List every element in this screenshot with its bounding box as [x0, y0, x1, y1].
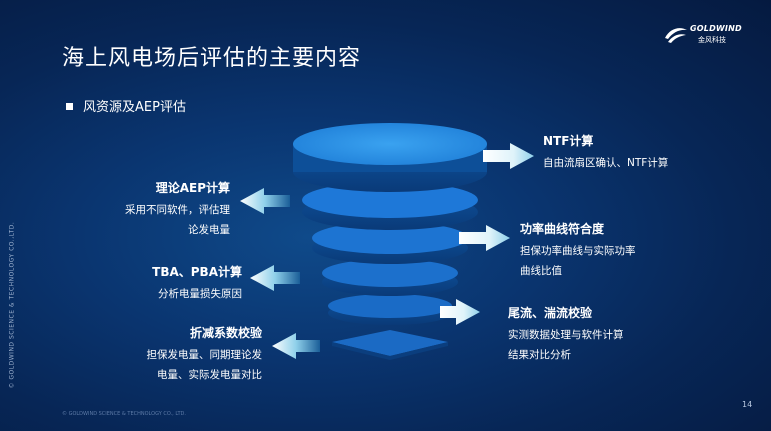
item-line: 担保功率曲线与实际功率	[520, 245, 636, 257]
item-heading: 功率曲线符合度	[520, 222, 605, 236]
goldwind-logo: GOLDWIND 金风科技	[664, 22, 754, 48]
section-label: 风资源及AEP评估	[83, 100, 186, 115]
item-heading: TBA、PBA计算	[152, 265, 242, 279]
item-heading: 折减系数校验	[189, 326, 262, 340]
section-heading: 风资源及AEP评估	[66, 96, 186, 115]
item-desc: 采用不同软件，评估理 论发电量	[96, 200, 230, 240]
item-line: 电量、实际发电量对比	[157, 369, 262, 381]
arrow-right-power-curve	[459, 225, 510, 251]
item-line: 分析电量损失原因	[158, 288, 242, 300]
funnel-layer-5	[328, 294, 452, 325]
item-desc: 分析电量损失原因	[104, 284, 242, 304]
page-title: 海上风电场后评估的主要内容	[62, 46, 362, 71]
item-desc: 担保功率曲线与实际功率 曲线比值	[520, 241, 636, 281]
logo-text-en: GOLDWIND	[690, 24, 742, 33]
item-heading: NTF计算	[543, 134, 594, 148]
square-bullet-icon	[66, 103, 73, 110]
item-line: 论发电量	[188, 224, 230, 236]
funnel-layer-4	[322, 259, 458, 296]
item-ntf: NTF计算 自由流扇区确认、NTF计算	[543, 132, 668, 173]
arrow-left-reduction	[272, 333, 320, 359]
funnel-layer-2	[302, 182, 478, 230]
item-aep: 理论AEP计算 采用不同软件，评估理 论发电量	[96, 179, 230, 240]
funnel-layer-3	[312, 222, 468, 264]
funnel-layer-6	[332, 330, 448, 360]
arrow-right-ntf	[483, 143, 534, 169]
item-desc: 实测数据处理与软件计算 结果对比分析	[508, 325, 624, 365]
logo-text-cn: 金风科技	[698, 36, 726, 44]
item-line: 采用不同软件，评估理	[125, 204, 230, 216]
item-desc: 自由流扇区确认、NTF计算	[543, 153, 668, 173]
item-tba-pba: TBA、PBA计算 分析电量损失原因	[104, 263, 242, 304]
item-line: 实测数据处理与软件计算	[508, 329, 624, 341]
footer-copyright: © GOLDWIND SCIENCE & TECHNOLOGY CO., LTD…	[62, 411, 186, 417]
item-line: 自由流扇区确认、NTF计算	[543, 157, 669, 169]
arrow-left-tba	[250, 265, 300, 291]
item-heading: 理论AEP计算	[155, 181, 230, 195]
item-heading: 尾流、湍流校验	[508, 306, 593, 320]
item-line: 担保发电量、同期理论发	[146, 349, 263, 361]
item-line: 曲线比值	[520, 265, 562, 277]
page-number: 14	[742, 400, 753, 409]
item-wake-turbulence: 尾流、湍流校验 实测数据处理与软件计算 结果对比分析	[508, 304, 624, 365]
arrow-right-wake	[440, 299, 480, 325]
goldwind-logo-icon	[665, 28, 687, 43]
arrow-left-aep	[240, 188, 290, 214]
item-desc: 担保发电量、同期理论发 电量、实际发电量对比	[118, 345, 263, 385]
item-reduction-factor: 折减系数校验 担保发电量、同期理论发 电量、实际发电量对比	[118, 324, 263, 385]
item-line: 结果对比分析	[508, 349, 571, 361]
item-power-curve: 功率曲线符合度 担保功率曲线与实际功率 曲线比值	[520, 220, 636, 281]
funnel-layer-1	[293, 123, 487, 192]
